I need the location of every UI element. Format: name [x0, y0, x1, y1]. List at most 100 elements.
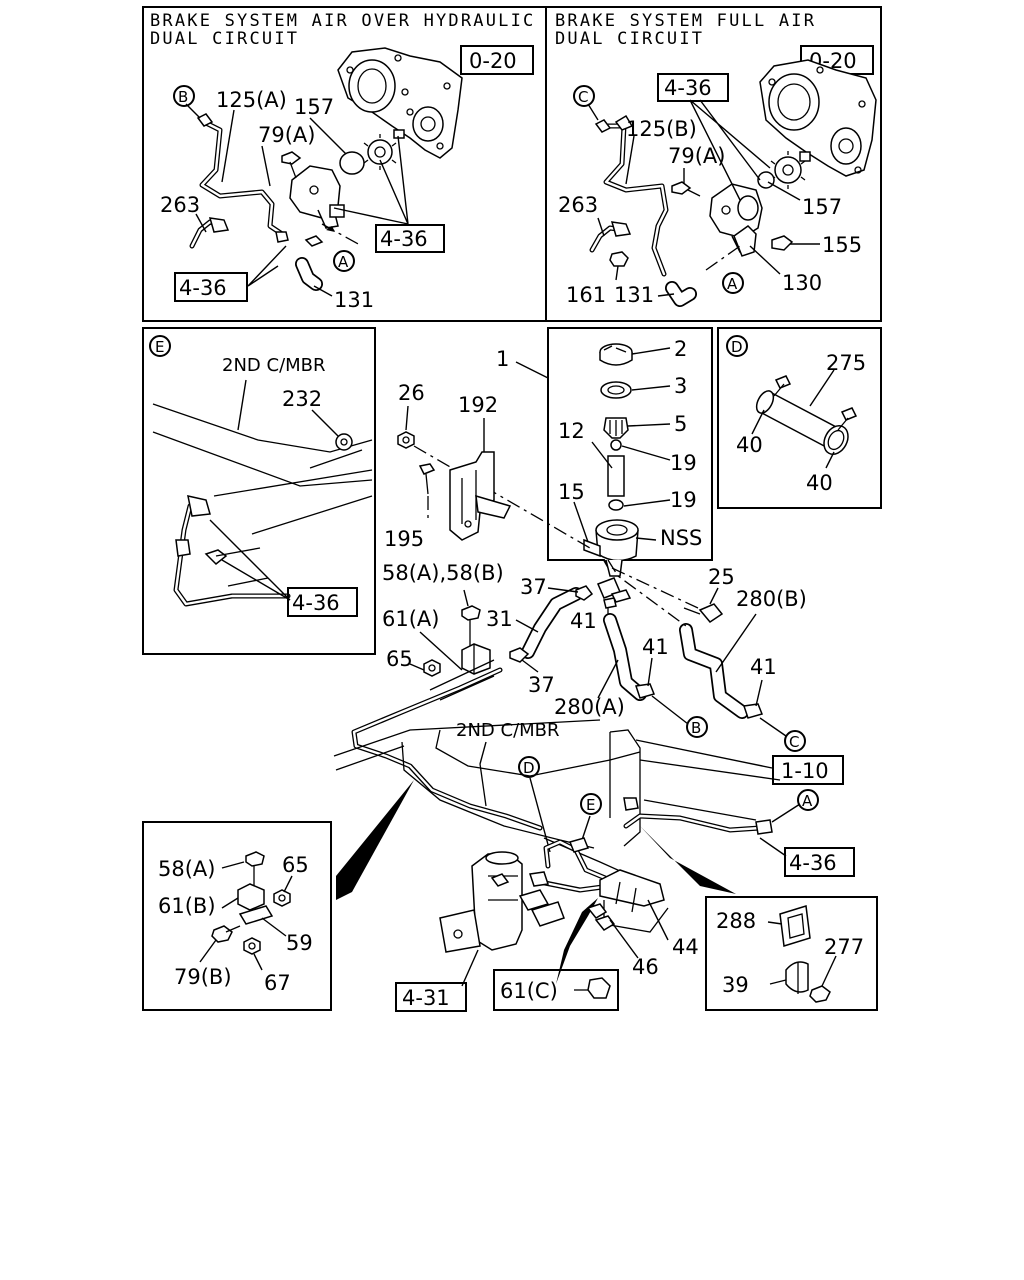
- leader-263: [597, 217, 605, 237]
- clip-61c-drawing: [574, 977, 611, 999]
- hose-131-drawing: [665, 281, 697, 307]
- ref-box-4-31[interactable]: [395, 982, 467, 1012]
- leader-280a: [597, 659, 619, 699]
- bushing-232-drawing: [335, 433, 353, 451]
- label-2: 2: [674, 337, 687, 361]
- leader-125b: [625, 135, 635, 185]
- leader-40-bottom: [825, 451, 835, 469]
- bracket-192-assembly: 26 192 195 58(A),58(B): [382, 381, 591, 660]
- label-155: 155: [822, 233, 862, 257]
- label-192: 192: [458, 393, 498, 417]
- ref-4-36-label[interactable]: 4-36: [789, 851, 837, 875]
- circle-d-label: D: [731, 338, 743, 356]
- label-1: 1: [496, 347, 509, 371]
- ref-box-4-36-left[interactable]: [174, 272, 248, 302]
- circle-a-marker: [797, 789, 819, 811]
- leader-b: [651, 695, 689, 725]
- circle-c-marker: [784, 730, 806, 752]
- label-61a: 61(A): [382, 607, 439, 631]
- leader-1: [515, 361, 549, 379]
- leader-19b: [623, 499, 671, 507]
- leader-131: [313, 285, 333, 297]
- leader-4-36: [759, 837, 787, 857]
- reservoir-tank-drawing: [583, 519, 639, 577]
- bolt-79a-drawing: [281, 151, 302, 179]
- leader-15: [573, 501, 589, 543]
- label-40-left: 40: [736, 433, 763, 457]
- ref-4-36-right-label[interactable]: 4-36: [380, 227, 428, 251]
- relay-valve-assembly: 44 46 4-31 61(C): [395, 837, 699, 1012]
- gear-case-cover-drawing: [759, 59, 877, 177]
- circle-e-marker: [149, 335, 171, 357]
- dash-line-a: [705, 245, 741, 271]
- leader-3: [631, 385, 671, 391]
- label-19a: 19: [670, 451, 697, 475]
- bolt-25-drawing: [683, 603, 724, 623]
- circle-e-label: E: [155, 338, 164, 356]
- top-panels: BRAKE SYSTEM AIR OVER HYDRAULIC DUAL CIR…: [142, 6, 882, 322]
- bottom-left-panel: 58(A) 61(B) 65 59 79(B) 67: [142, 821, 332, 1011]
- ref-box-1-10[interactable]: [772, 755, 844, 785]
- label-61c: 61(C): [500, 979, 558, 1003]
- label-161: 161: [566, 283, 606, 307]
- ref-4-31-label[interactable]: 4-31: [402, 986, 450, 1010]
- circle-e-marker: [580, 793, 602, 815]
- clamp-37b-drawing: [509, 647, 530, 663]
- ref-4-36-left-label[interactable]: 4-36: [179, 276, 227, 300]
- label-157: 157: [802, 195, 842, 219]
- label-nss: NSS: [660, 526, 702, 550]
- circle-d-marker: [726, 335, 748, 357]
- seal-3-drawing: [600, 381, 632, 399]
- bolt-195-drawing: [418, 463, 436, 495]
- dash-line-a: [321, 223, 363, 247]
- panel-title-line1: BRAKE SYSTEM AIR OVER HYDRAULIC: [150, 11, 535, 31]
- leader-161: [615, 265, 619, 281]
- label-41a: 41: [570, 609, 597, 633]
- leader-2nd-cmbr: [479, 741, 487, 765]
- ref-1-10-label[interactable]: 1-10: [781, 759, 829, 783]
- circle-b-marker: [173, 85, 195, 107]
- leader-280b: [715, 613, 757, 673]
- clamp-37a-drawing: [575, 585, 594, 601]
- clip-61b-drawing: [237, 883, 265, 911]
- leader-44: [647, 899, 669, 941]
- detail-e-frame: [142, 327, 376, 655]
- circle-c-marker: [573, 85, 595, 107]
- air-compressor-drawing: [709, 183, 763, 253]
- pipe-125a-drawing: [196, 113, 289, 243]
- ref-box-0-20[interactable]: [460, 45, 534, 75]
- oring-19b-drawing: [608, 499, 624, 511]
- label-59: 59: [286, 931, 313, 955]
- leader-12: [591, 441, 613, 469]
- leader-25: [709, 587, 719, 605]
- leader-41b: [647, 657, 653, 687]
- ref-box-4-36-right[interactable]: [375, 224, 445, 253]
- leader-4-36-right: [333, 135, 409, 225]
- ref-box-4-36[interactable]: [657, 73, 729, 102]
- panel-air-over-hydraulic: BRAKE SYSTEM AIR OVER HYDRAULIC DUAL CIR…: [150, 11, 535, 312]
- leader-125a: [221, 109, 235, 183]
- bottom-left-frame: [142, 821, 332, 1011]
- panel-title-line1: BRAKE SYSTEM FULL AIR: [555, 11, 816, 31]
- leader-c: [759, 717, 787, 737]
- leader-277: [821, 955, 837, 987]
- zoom-wedge-left: [336, 780, 414, 900]
- circle-b-label: B: [178, 88, 188, 106]
- ref-0-20-label[interactable]: 0-20: [469, 49, 517, 73]
- ref-4-36-label[interactable]: 4-36: [664, 76, 712, 100]
- caption-2nd-cmbr: 2ND C/MBR: [222, 355, 326, 376]
- ref-box-4-36[interactable]: [287, 587, 358, 617]
- bracket-192-drawing: [449, 451, 512, 541]
- leader-61b: [221, 897, 239, 909]
- reservoir-assembly: 1 2 3 5 12 19 19 15 NSS: [496, 327, 713, 577]
- ref-box-4-36[interactable]: [784, 847, 855, 877]
- ref-4-36-label[interactable]: 4-36: [292, 591, 340, 615]
- circle-a-label: A: [727, 275, 738, 293]
- frame-and-pipes: 61(A) 65 2ND C/MBR: [333, 607, 855, 984]
- label-37a: 37: [520, 575, 547, 599]
- label-79b: 79(B): [174, 965, 232, 989]
- detail-d-panel: D 275 40 40: [717, 327, 882, 509]
- nut-161-drawing: [609, 251, 629, 267]
- protector-tube-275-drawing: [755, 375, 858, 455]
- label-130: 130: [782, 271, 822, 295]
